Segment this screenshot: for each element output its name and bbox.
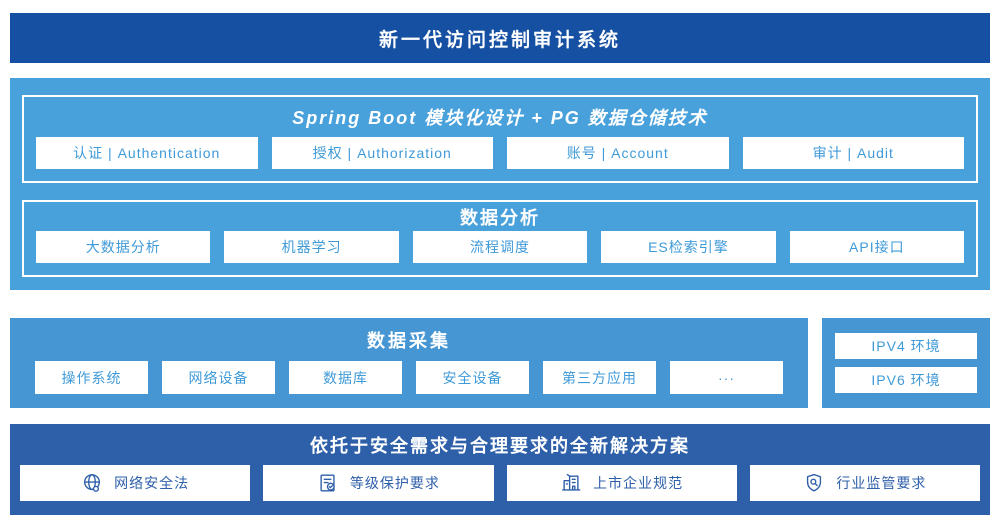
source-box-database: 数据库 — [289, 361, 402, 394]
page-title: 新一代访问控制审计系统 — [378, 29, 621, 51]
solution-label: 上市企业规范 — [593, 475, 684, 491]
ip-environment-section: IPV4 环境 IPV6 环境 — [822, 318, 990, 408]
solution-label: 等级保护要求 — [349, 475, 440, 491]
data-analysis-title: 数据分析 — [460, 207, 540, 228]
spring-boot-panel: Spring Boot 模块化设计 + PG 数据仓储技术 认证 | Authe… — [22, 95, 978, 183]
solution-row: 网络安全法 等级保护要求 — [20, 465, 980, 501]
data-collection-section: 数据采集 操作系统 网络设备 数据库 安全设备 第三方应用 ··· — [10, 318, 808, 408]
collection-source-row: 操作系统 网络设备 数据库 安全设备 第三方应用 ··· — [35, 361, 783, 394]
source-box-network-device: 网络设备 — [162, 361, 275, 394]
module-box-ml: 机器学习 — [224, 231, 399, 263]
document-check-icon — [317, 472, 339, 494]
module-box-api: API接口 — [789, 231, 965, 263]
shield-search-icon — [803, 472, 825, 494]
solution-title: 依托于安全需求与合理要求的全新解决方案 — [310, 435, 690, 456]
solution-box-cybersecurity-law: 网络安全法 — [20, 465, 251, 501]
source-box-os: 操作系统 — [35, 361, 148, 394]
module-box-es-search: ES检索引擎 — [601, 231, 776, 263]
system-title-banner: 新一代访问控制审计系统 — [10, 13, 990, 63]
source-box-security-device: 安全设备 — [416, 361, 529, 394]
solution-section: 依托于安全需求与合理要求的全新解决方案 网络安全法 — [10, 424, 990, 515]
platform-section: Spring Boot 模块化设计 + PG 数据仓储技术 认证 | Authe… — [10, 78, 990, 290]
module-box-authentication: 认证 | Authentication — [36, 137, 258, 169]
env-box-ipv4: IPV4 环境 — [835, 333, 977, 359]
globe-network-icon — [81, 472, 103, 494]
data-collection-title: 数据采集 — [367, 330, 451, 351]
module-box-workflow: 流程调度 — [412, 231, 588, 263]
module-box-audit: 审计 | Audit — [742, 137, 964, 169]
auth-module-row: 认证 | Authentication 授权 | Authorization 账… — [36, 137, 964, 169]
solution-box-graded-protection: 等级保护要求 — [263, 465, 494, 501]
building-icon — [560, 472, 582, 494]
solution-label: 网络安全法 — [114, 475, 190, 491]
solution-box-listed-company: 上市企业规范 — [506, 465, 737, 501]
solution-box-industry-regulation: 行业监管要求 — [749, 465, 980, 501]
module-box-bigdata: 大数据分析 — [36, 231, 211, 263]
module-box-account: 账号 | Account — [507, 137, 729, 169]
env-box-ipv6: IPV6 环境 — [835, 367, 977, 393]
source-box-more: ··· — [670, 361, 783, 394]
spring-boot-panel-title: Spring Boot 模块化设计 + PG 数据仓储技术 — [292, 108, 708, 128]
module-box-authorization: 授权 | Authorization — [271, 137, 493, 169]
source-box-third-party: 第三方应用 — [543, 361, 656, 394]
analysis-module-row: 大数据分析 机器学习 流程调度 ES检索引擎 API接口 — [36, 231, 965, 263]
data-analysis-panel: 数据分析 大数据分析 机器学习 流程调度 ES检索引擎 API接口 — [22, 200, 978, 277]
solution-label: 行业监管要求 — [836, 475, 927, 491]
